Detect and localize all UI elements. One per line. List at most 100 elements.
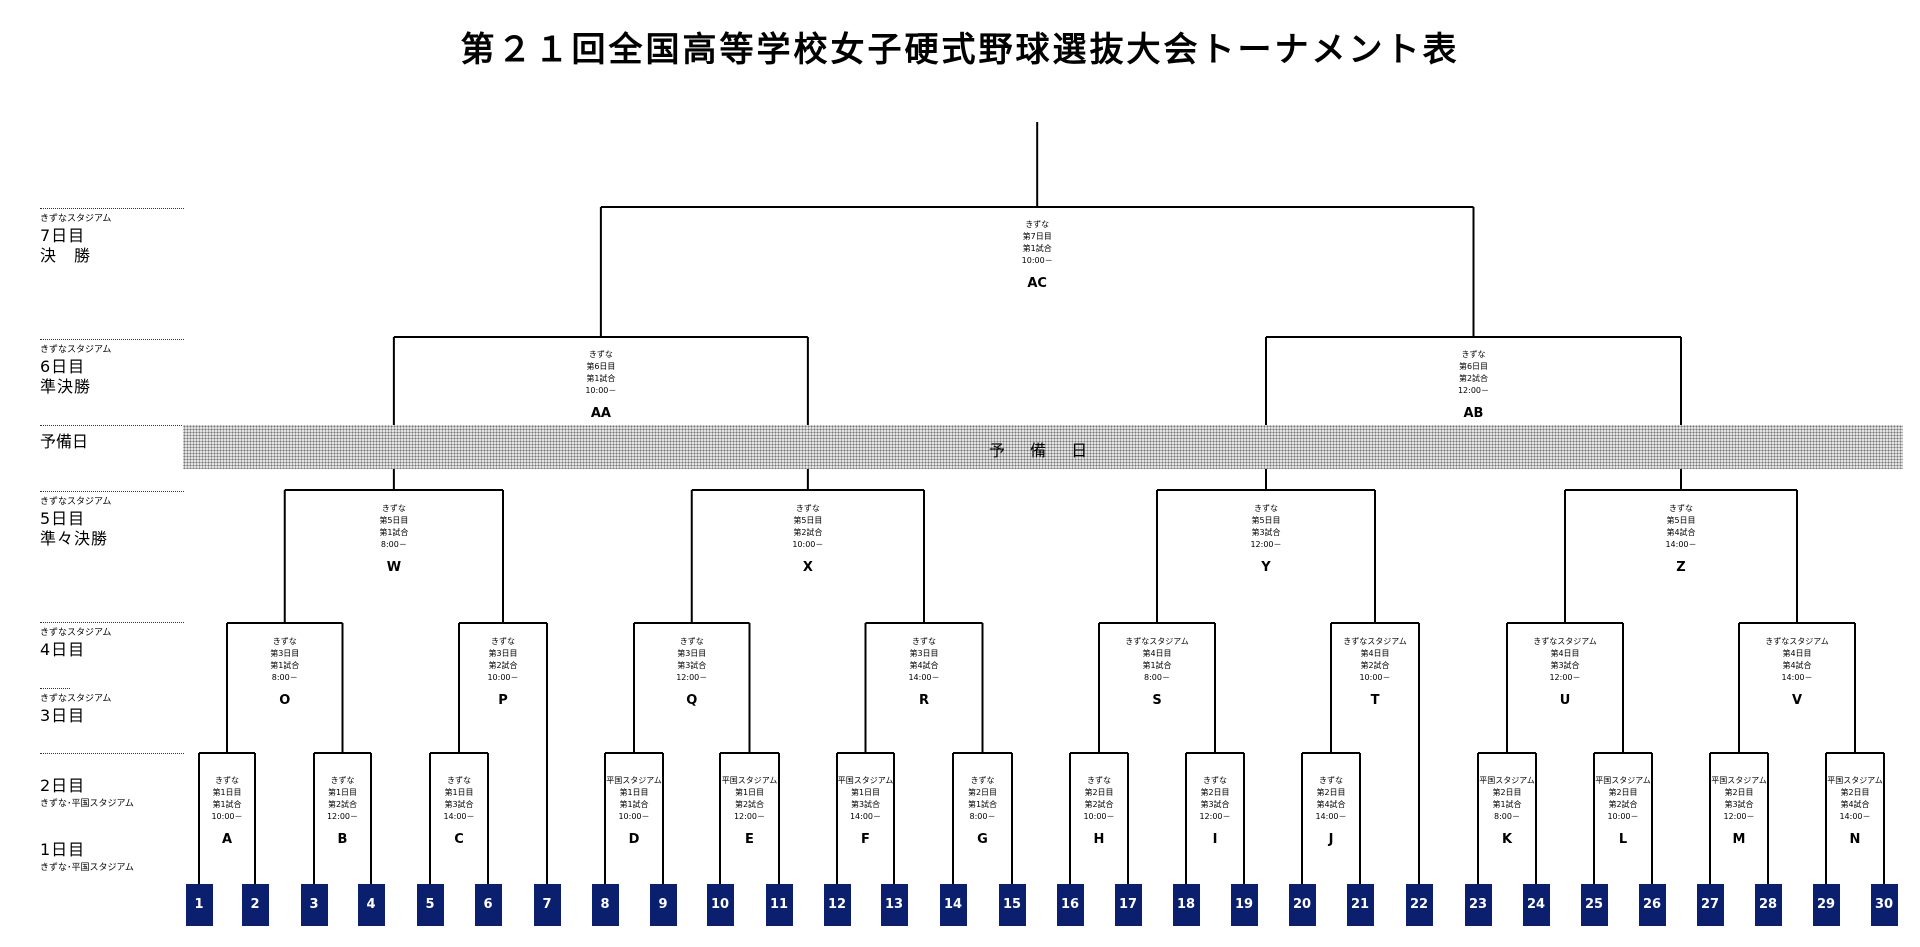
round-day: 1日目 [40, 840, 86, 859]
round-day: 6日目 [40, 356, 86, 376]
game-slot: 第2試合 [734, 800, 765, 809]
game-slot: 第1試合 [967, 800, 998, 809]
round-label-semifinal: きずなスタジアム 6日目 準決勝 [40, 345, 111, 398]
game-slot: 第3試合 [1200, 800, 1230, 809]
game-time: 10:00－ [792, 540, 824, 549]
game-label: A [221, 832, 233, 847]
game-label: G [977, 832, 988, 847]
game-venue: きずな [1461, 350, 1486, 359]
game-slot: 第4試合 [1666, 528, 1696, 537]
game-day: 第3日目 [909, 649, 939, 658]
game-label: C [454, 832, 464, 847]
round-day: 4日目 [40, 639, 86, 659]
game-venue: 平国スタジアム [1479, 776, 1535, 785]
seed-box: 5 [416, 884, 444, 926]
game-slot: 第3試合 [1251, 528, 1281, 537]
game-slot: 第1試合 [619, 800, 649, 809]
game-time: 10:00－ [1607, 812, 1639, 821]
game-time: 12:00－ [1199, 812, 1231, 821]
game-slot: 第4試合 [1782, 661, 1812, 670]
game-time: 10:00－ [1083, 812, 1115, 821]
game-day: 第5日目 [1251, 516, 1281, 525]
game-time: 8:00－ [1144, 673, 1170, 682]
game-slot: 第1試合 [1492, 800, 1522, 809]
game-day: 第2日目 [1316, 788, 1346, 797]
game-venue: きずなスタジアム [1533, 637, 1597, 646]
game-venue: きずな [381, 504, 406, 513]
round-label-quarterfinal: きずなスタジアム 5日目 準々決勝 [40, 497, 111, 550]
game-label: Q [686, 693, 698, 708]
game-venue: きずな [795, 504, 820, 513]
game-label: B [337, 832, 348, 847]
round-label-day2: 2日目 きずな･平国スタジアム [40, 776, 134, 810]
reserve-band-label: 予 備 日 [988, 441, 1098, 460]
row-divider [40, 753, 184, 754]
game-slot: 第2試合 [793, 528, 823, 537]
seed-box: 3 [300, 884, 328, 926]
game-slot: 第3試合 [1724, 800, 1754, 809]
game-slot: 第1試合 [1022, 244, 1052, 253]
game-day: 第2日目 [1084, 788, 1114, 797]
game-day: 第4日目 [1360, 649, 1390, 658]
round-stage: 準決勝 [40, 377, 92, 397]
game-label: F [861, 832, 870, 847]
game-venue: きずな [1254, 504, 1278, 513]
row-divider [40, 208, 184, 209]
seed-box: 21 [1346, 884, 1374, 926]
game-venue: 平国スタジアム [606, 776, 662, 785]
game-venue: きずな [330, 776, 355, 785]
game-label: D [628, 832, 640, 847]
game-venue: 平国スタジアム [1595, 776, 1651, 785]
seed-box: 28 [1754, 884, 1782, 926]
game-label: H [1093, 832, 1105, 847]
game-time: 14:00－ [1315, 812, 1347, 821]
game-label: L [1618, 832, 1628, 847]
seed-box: 1 [185, 884, 213, 926]
game-venue: きずな [588, 350, 613, 359]
game-slot: 第1試合 [379, 528, 409, 537]
game-day: 第1日目 [734, 788, 765, 797]
seed-box: 2 [241, 884, 269, 926]
game-label: Y [1261, 560, 1271, 575]
row-divider [40, 425, 184, 426]
game-label: K [1501, 832, 1513, 847]
round-label-day1: 1日目 きずな･平国スタジアム [40, 840, 134, 874]
round-day: 7日目 [40, 225, 86, 245]
game-label: X [802, 560, 813, 575]
game-label: Z [1676, 560, 1686, 575]
game-day: 第1日目 [212, 788, 242, 797]
game-slot: 第2試合 [1360, 661, 1390, 670]
game-slot: 第2試合 [327, 800, 358, 809]
game-slot: 第4試合 [1840, 800, 1870, 809]
game-venue: きずな [1025, 220, 1050, 229]
game-time: 14:00－ [1665, 540, 1697, 549]
seed-box: 10 [706, 884, 734, 926]
seed-box: 27 [1696, 884, 1724, 926]
game-time: 12:00－ [326, 812, 359, 821]
game-day: 第2日目 [1608, 788, 1638, 797]
game-day: 第4日目 [1782, 649, 1812, 658]
round-stage: 準々決勝 [40, 529, 109, 549]
seed-box: 25 [1580, 884, 1608, 926]
game-label: W [386, 560, 402, 575]
game-label: O [279, 693, 291, 708]
game-label: N [1849, 832, 1861, 847]
game-time: 14:00－ [1781, 673, 1813, 682]
seed-box: 7 [533, 884, 561, 926]
game-slot: 第1試合 [1142, 661, 1172, 670]
round-venue: きずなスタジアム [40, 694, 112, 704]
